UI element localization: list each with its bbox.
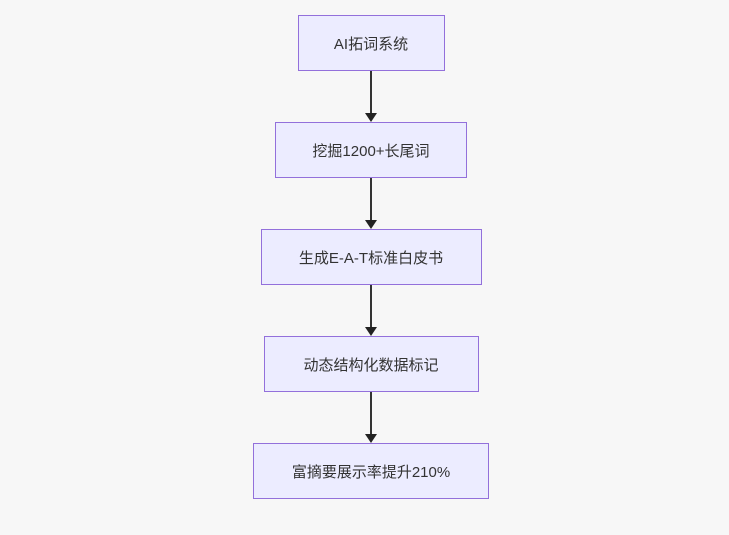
flow-node-ai-word-expansion-system: AI拓词系统	[297, 15, 445, 71]
flowchart-column: AI拓词系统 挖掘1200+长尾词 生成E-A-T标准白皮书 动态结构化数据标记	[253, 15, 489, 499]
flow-node-label: 富摘要展示率提升210%	[291, 463, 451, 481]
flow-node-label: 生成E-A-T标准白皮书	[298, 249, 444, 267]
flow-node-dynamic-structured-data-markup: 动态结构化数据标记	[263, 336, 479, 392]
flow-node-rich-snippet-rate-increase: 富摘要展示率提升210%	[253, 443, 489, 499]
arrow-head	[365, 220, 377, 229]
arrow-down-icon	[364, 71, 378, 122]
flow-node-label: 挖掘1200+长尾词	[312, 142, 430, 160]
arrow-head	[365, 434, 377, 443]
arrow-shaft	[370, 392, 372, 436]
flow-node-generate-eat-whitepaper: 生成E-A-T标准白皮书	[260, 229, 482, 285]
flow-node-label: 动态结构化数据标记	[303, 356, 439, 374]
arrow-shaft	[370, 71, 372, 115]
arrow-head	[365, 327, 377, 336]
arrow-down-icon	[364, 392, 378, 443]
arrow-shaft	[370, 178, 372, 222]
arrow-down-icon	[364, 178, 378, 229]
arrow-down-icon	[364, 285, 378, 336]
flow-node-label: AI拓词系统	[333, 35, 409, 53]
arrow-shaft	[370, 285, 372, 329]
arrow-head	[365, 113, 377, 122]
flow-node-mine-longtail-keywords: 挖掘1200+长尾词	[275, 122, 467, 178]
